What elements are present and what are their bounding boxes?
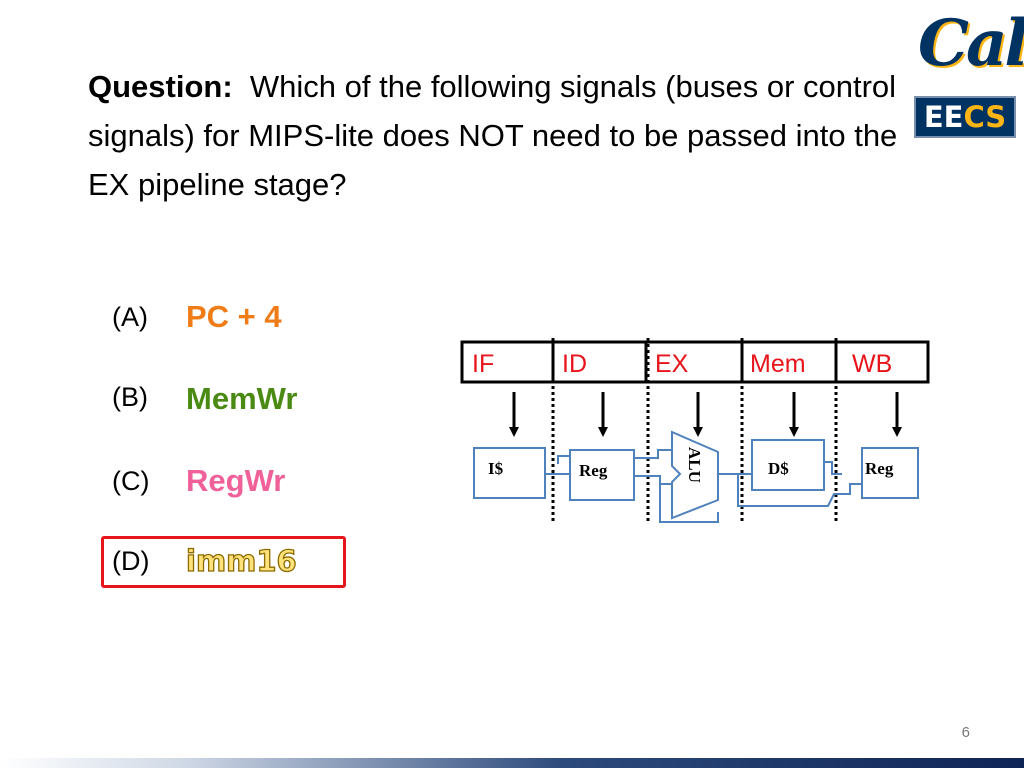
writeback-register-label: Reg (865, 459, 894, 478)
pipeline-diagram: IF ID EX Mem WB I$ Reg (460, 338, 930, 523)
eecs-badge: EECS (914, 96, 1016, 138)
eecs-cs: CS (963, 100, 1007, 134)
data-cache-label: D$ (768, 459, 789, 478)
register-file-box (569, 449, 635, 501)
question-label: Question: (88, 69, 233, 104)
datapath-wires (545, 449, 862, 523)
option-d-letter: (D) (112, 546, 150, 576)
cal-wordmark: Cal (918, 6, 1024, 81)
stage-label-wb: WB (852, 350, 892, 378)
option-a-text: PC + 4 (186, 299, 282, 334)
stage-label-mem: Mem (750, 350, 806, 378)
stage-label-if: IF (472, 350, 494, 378)
instruction-cache-box (473, 447, 546, 499)
question: Question: Which of the following signals… (88, 62, 903, 209)
answer-highlight-box (101, 536, 346, 588)
option-b-text: MemWr (186, 381, 298, 416)
stage-label-ex: EX (655, 350, 689, 378)
option-d-text: imm16 (185, 543, 297, 578)
data-cache-box (751, 439, 825, 491)
option-a-letter: (A) (112, 302, 148, 332)
eecs-ee: EE (923, 100, 964, 134)
writeback-register-box (861, 447, 919, 499)
cal-eecs-logo: Cal EECS (906, 0, 1024, 142)
option-c-letter: (C) (112, 466, 150, 496)
question-text: Which of the following signals (buses or… (88, 69, 898, 202)
instruction-cache-label: I$ (488, 459, 504, 478)
option-b-letter: (B) (112, 382, 148, 412)
page-number: 6 (961, 724, 970, 741)
bottom-gradient-bar (0, 758, 1024, 768)
stage-header-box (460, 340, 930, 384)
option-c-text: RegWr (186, 463, 286, 498)
register-file-label: Reg (579, 461, 608, 480)
alu-shape (671, 430, 719, 520)
stage-label-id: ID (562, 350, 587, 378)
alu-label: ALU (685, 447, 704, 483)
